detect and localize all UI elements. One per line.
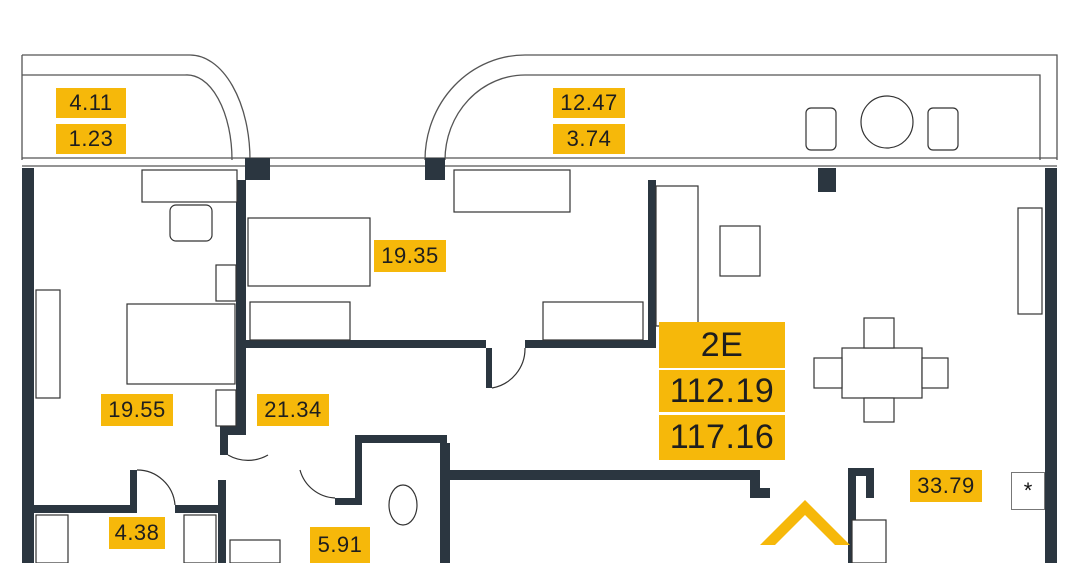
shower — [229, 539, 281, 563]
single-bed — [247, 217, 371, 287]
bathroom-area-label: 5.91 — [310, 527, 370, 563]
coffee-table — [719, 225, 761, 277]
desk-left — [141, 169, 238, 203]
furniture — [35, 95, 1043, 563]
armchair — [805, 107, 837, 151]
bedroom-1-area-label: 19.55 — [101, 394, 173, 426]
armchair — [927, 107, 959, 151]
fridge-marker: * — [1011, 472, 1045, 510]
window-lines — [22, 157, 1057, 167]
round-table — [860, 95, 914, 149]
desk-chair — [169, 204, 213, 242]
chair — [813, 357, 843, 389]
sink — [851, 519, 887, 563]
total-area-label: 117.16 — [659, 415, 785, 460]
hall-area-label: 21.34 — [257, 394, 329, 426]
wardrobe-area-label: 4.38 — [109, 517, 165, 549]
wardrobe-bedroom-2b — [542, 301, 644, 341]
living-area-label: 112.19 — [659, 370, 785, 412]
chair — [863, 317, 895, 349]
chair — [863, 397, 895, 423]
dining-table — [841, 347, 923, 399]
toilet — [388, 484, 418, 526]
closet-shelf — [35, 514, 69, 563]
entrance-arrow-icon — [760, 500, 850, 545]
balcony-right-reduced-label: 3.74 — [553, 124, 625, 154]
living-kitchen-area-label: 33.79 — [910, 470, 982, 502]
doors — [136, 347, 526, 506]
balcony-left-area-label: 4.11 — [56, 88, 126, 118]
nightstand — [215, 264, 237, 302]
sofa — [655, 185, 699, 327]
walls — [22, 158, 1057, 563]
chair — [921, 357, 949, 389]
nightstand — [215, 389, 237, 427]
apartment-type-label: 2E — [659, 322, 785, 368]
closet-shelf — [183, 514, 217, 563]
wardrobe-bedroom-2 — [249, 301, 351, 341]
double-bed — [126, 303, 236, 385]
tv-unit-right — [1017, 207, 1043, 315]
balcony-right-area-label: 12.47 — [553, 88, 625, 118]
balcony-outlines — [21, 54, 1058, 161]
tv-unit-left — [35, 289, 61, 399]
bedroom-2-area-label: 19.35 — [374, 240, 446, 272]
desk-right — [453, 169, 571, 213]
balcony-left-reduced-label: 1.23 — [56, 124, 126, 154]
